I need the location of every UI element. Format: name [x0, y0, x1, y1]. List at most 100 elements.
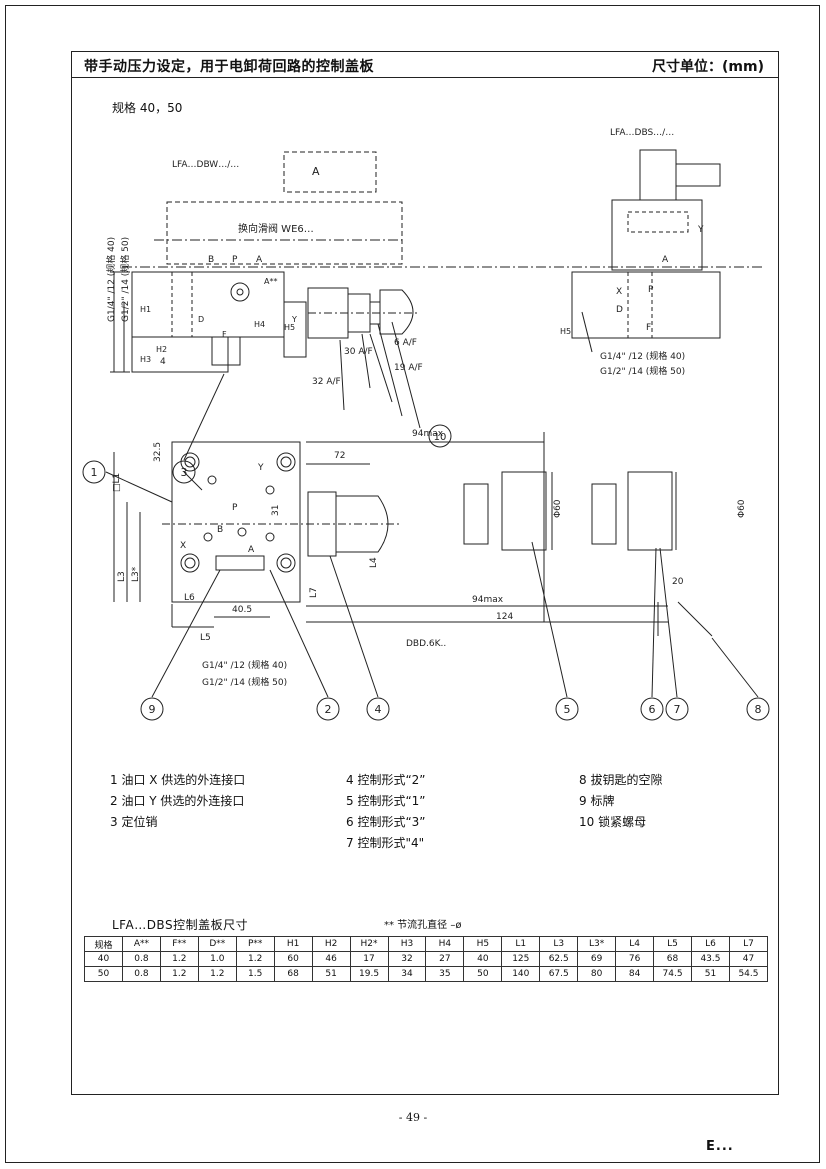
thread-vertical-1: G1/4" /12 (规格 40) — [105, 237, 117, 322]
plan-port-x: X — [180, 541, 186, 551]
plan-dim-94max-a: 94max — [412, 429, 444, 439]
callout-9: 9 — [149, 703, 156, 716]
table-cell: 34 — [387, 966, 427, 982]
thread-vertical-2: G1/2" /14 (规格 50) — [119, 237, 131, 322]
knob-label-32: 32 A/F — [312, 377, 341, 387]
table-row: 40 0.8 1.2 1.0 1.2 60 46 17 32 27 40 125… — [84, 951, 769, 967]
table-cell: 51 — [311, 966, 351, 982]
table-cell: 1.0 — [197, 951, 237, 967]
table-cell: 43.5 — [691, 951, 730, 967]
table-cell: 69 — [577, 951, 617, 967]
plan-dim-phi60-a: Φ60 — [553, 499, 563, 518]
table-cell: 1.2 — [159, 951, 199, 967]
plan-dim-l3: L3 — [117, 571, 127, 582]
port-b-label: B — [208, 255, 214, 265]
callout-8: 8 — [755, 703, 762, 716]
plan-dim-l4: L4 — [369, 557, 379, 568]
table-header-cell: H1 — [273, 936, 313, 952]
svg-text:Y: Y — [291, 315, 297, 324]
svg-text:4: 4 — [160, 357, 166, 367]
table-header-cell: D** — [197, 936, 237, 952]
a-mark: A** — [264, 277, 277, 286]
table-title: LFA…DBS控制盖板尺寸 — [112, 918, 249, 932]
right-port-a: A — [662, 255, 669, 265]
spec-label: 规格 40，50 — [112, 101, 183, 115]
legend-item: 10 锁紧螺母 — [579, 815, 647, 829]
right-port-p: P — [648, 285, 654, 295]
plan-dbd-label: DBD.6K.. — [406, 639, 446, 649]
legend-item: 9 标牌 — [579, 794, 615, 808]
callout-markers: 1 2 3 4 5 6 7 8 9 — [82, 460, 770, 721]
svg-text:D: D — [198, 315, 204, 324]
table-cell: 46 — [311, 951, 351, 967]
table-header-cell: 规格 — [84, 936, 123, 952]
right-dim-f: F — [646, 323, 651, 333]
page-border — [5, 5, 820, 1163]
right-port-x: X — [616, 287, 622, 297]
knob-label-19: 19 A/F — [394, 363, 423, 373]
port-a-label: A — [256, 255, 263, 265]
plan-dim-l7: L7 — [309, 587, 319, 598]
table-header-cell: L6 — [691, 936, 730, 952]
svg-text:H2: H2 — [156, 345, 167, 354]
plan-dim-32-5: 32.5 — [153, 442, 163, 462]
svg-text:H1: H1 — [140, 305, 151, 314]
table-cell: 62.5 — [539, 951, 579, 967]
directional-valve-label: 换向滑阀 WE6… — [238, 222, 314, 235]
table-cell: 80 — [577, 966, 617, 982]
table-cell: 60 — [273, 951, 313, 967]
table-header-cell: P** — [235, 936, 275, 952]
table-cell: 32 — [387, 951, 427, 967]
table-cell: 1.2 — [159, 966, 199, 982]
plan-dim-l5: L5 — [200, 633, 211, 643]
callout-2: 2 — [325, 703, 332, 716]
table-header-cell: L1 — [501, 936, 541, 952]
plan-dim-l3-star: L3* — [131, 566, 141, 582]
page-number: - 49 - — [398, 1111, 428, 1124]
table-cell: 74.5 — [653, 966, 692, 982]
table-cell: 54.5 — [728, 966, 769, 982]
plan-port-y: Y — [257, 463, 264, 473]
svg-text:H5: H5 — [284, 323, 295, 332]
table-cell: 17 — [349, 951, 389, 967]
page-title: 带手动压力设定，用于电卸荷回路的控制盖板 — [84, 59, 374, 75]
svg-text:H4: H4 — [254, 320, 265, 329]
dimension-table: 规格 A** F** D** P** H1 H2 H2* H3 H4 H5 L1… — [84, 936, 769, 982]
table-header-cell: H2 — [311, 936, 351, 952]
callout-1: 1 — [91, 466, 98, 479]
left-valve-model: LFA…DBW…/… — [172, 160, 239, 170]
left-valve-drawing: 10 — [110, 151, 762, 461]
table-cell: 0.8 — [121, 966, 161, 982]
plan-dim-40-5: 40.5 — [232, 605, 252, 615]
right-thread-2: G1/2" /14 (规格 50) — [600, 365, 685, 377]
callout-6: 6 — [649, 703, 656, 716]
technical-drawing: 10 G1/4" /12 (规格 40) G1/2" /14 (规格 50) L… — [82, 128, 770, 721]
table-header-row: 规格 A** F** D** P** H1 H2 H2* H3 H4 H5 L1… — [84, 936, 769, 952]
svg-text:A: A — [312, 165, 320, 178]
brand-logo: E... — [706, 1139, 734, 1154]
table-cell: 1.2 — [197, 966, 237, 982]
legend-item: 2 油口 Y 供选的外连接口 — [110, 794, 245, 808]
plan-dim-l1: □L1 — [112, 473, 122, 492]
table-header-cell: H3 — [387, 936, 427, 952]
plan-dim-31: 31 — [271, 505, 281, 516]
table-cell: 27 — [425, 951, 465, 967]
callout-7: 7 — [674, 703, 681, 716]
legend-item: 3 定位销 — [110, 815, 158, 829]
table-cell: 76 — [615, 951, 655, 967]
table-cell: 47 — [728, 951, 769, 967]
knob-label-6: 6 A/F — [394, 338, 417, 348]
table-header-cell: L3* — [577, 936, 617, 952]
callout-4: 4 — [375, 703, 382, 716]
table-header-cell: L7 — [728, 936, 769, 952]
table-header-cell: F** — [159, 936, 199, 952]
callout-3: 3 — [181, 466, 188, 479]
table-cell: 35 — [425, 966, 465, 982]
knob-label-30: 30 A/F — [344, 347, 373, 357]
table-cell: 40 — [84, 951, 123, 967]
plan-dim-20: 20 — [672, 577, 684, 587]
unit-label: 尺寸单位：(mm) — [652, 59, 764, 75]
plan-dim-94max-b: 94max — [472, 595, 504, 605]
right-dim-h5: H5 — [560, 327, 571, 336]
legend-column-2: 4 控制形式“2” 5 控制形式“1” 6 控制形式“3” 7 控制形式"4" — [346, 770, 426, 854]
